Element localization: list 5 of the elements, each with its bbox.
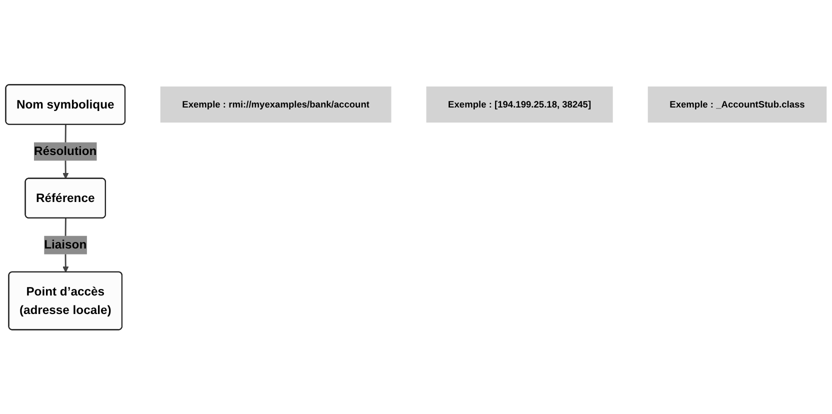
- node-box: Exemple : _AccountStub.class: [648, 86, 827, 122]
- node-box: Exemple : [194.199.25.18, 38245]: [426, 86, 613, 122]
- edge-label: Résolution: [34, 144, 97, 158]
- edge-label: Liaison: [44, 238, 87, 252]
- node-box: Exemple : rmi://myexamples/bank/account: [160, 86, 392, 122]
